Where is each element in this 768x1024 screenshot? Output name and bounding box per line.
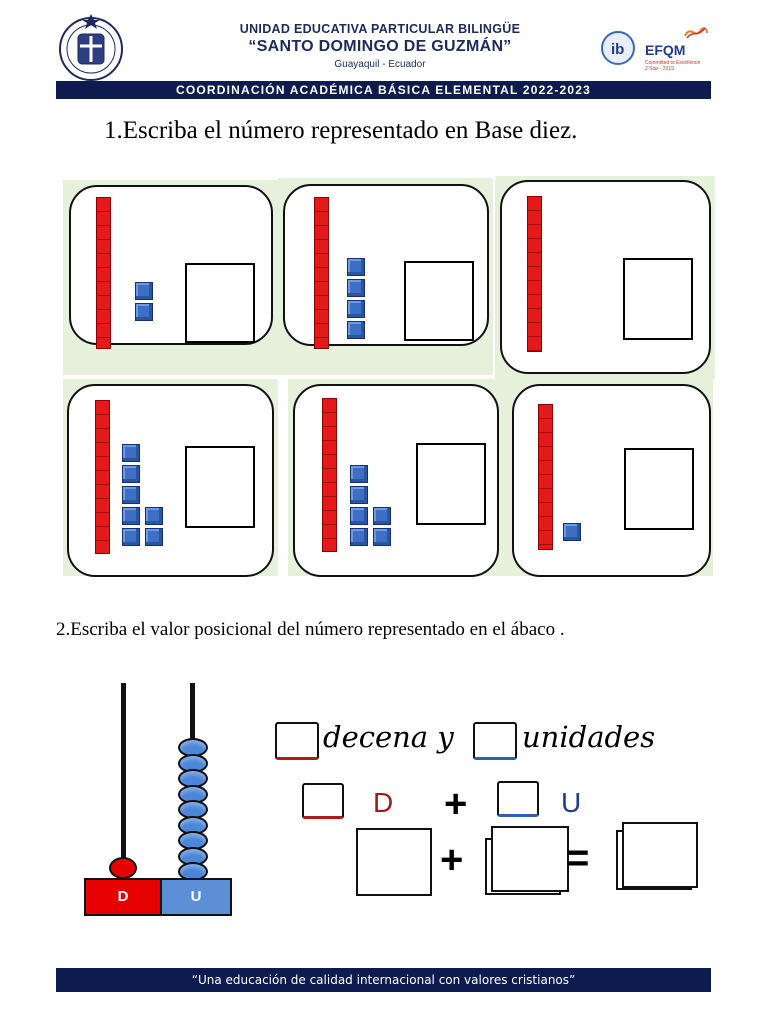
question-1-title: 1.Escriba el número representado en Base… (104, 117, 578, 144)
ten-rod (314, 197, 329, 349)
unit-cube (122, 507, 140, 525)
sentence-unidades: unidades (522, 720, 656, 754)
ib-logo: ib (601, 31, 635, 65)
unit-cube (350, 465, 368, 483)
abacus-tens-base: D (84, 878, 162, 916)
tens-letter: D (373, 787, 394, 818)
unit-cube (135, 303, 153, 321)
unit-cube (347, 300, 365, 318)
abacus-units-base: U (160, 878, 232, 916)
school-header: UNIDAD EDUCATIVA PARTICULAR BILINGÜE “SA… (160, 22, 600, 70)
tens-count-box[interactable] (275, 722, 319, 760)
number-answer-box[interactable] (623, 258, 693, 340)
school-location: Guayaquil - Ecuador (334, 59, 426, 70)
unit-cube (122, 465, 140, 483)
efqm-year: 2 Star - 2019 (645, 66, 674, 72)
number-answer-box[interactable] (185, 446, 255, 528)
plus-sign-1: + (444, 782, 468, 826)
number-answer-box[interactable] (185, 263, 255, 343)
question-2-title: 2.Escriba el valor posicional del número… (56, 619, 565, 640)
sentence-decena: decena y (323, 720, 454, 754)
efqm-tagline: Committed to Excellence (645, 60, 701, 66)
unit-cube (347, 258, 365, 276)
plus-sign-2: + (440, 838, 464, 882)
coordination-banner: COORDINACIÓN ACADÉMICA BÁSICA ELEMENTAL … (56, 81, 711, 99)
efqm-logo: EFQM Committed to Excellence 2 Star - 20… (645, 24, 715, 72)
unit-cube (145, 507, 163, 525)
unit-cube (122, 528, 140, 546)
unit-cube (135, 282, 153, 300)
unit-cube (350, 528, 368, 546)
unit-cube (563, 523, 581, 541)
unit-cube (373, 507, 391, 525)
ten-rod (527, 196, 542, 352)
ten-rod (95, 400, 110, 554)
efqm-name: EFQM (645, 42, 686, 58)
school-type: UNIDAD EDUCATIVA PARTICULAR BILINGÜE (239, 22, 521, 36)
units-count-box[interactable] (473, 722, 517, 760)
unit-cube (347, 279, 365, 297)
unit-cube (350, 507, 368, 525)
unit-cube (347, 321, 365, 339)
tens-value-box[interactable] (302, 783, 344, 819)
sum-units-box[interactable] (491, 826, 569, 892)
unit-cube (145, 528, 163, 546)
result-box[interactable] (622, 822, 698, 888)
school-crest-logo (59, 14, 123, 81)
number-answer-box[interactable] (416, 443, 486, 525)
svg-text:ib: ib (611, 41, 624, 58)
footer-motto: “Una educación de calidad internacional … (56, 968, 711, 992)
tens-bead (109, 857, 137, 879)
sum-tens-box[interactable] (356, 828, 432, 896)
units-value-box[interactable] (497, 781, 539, 817)
number-answer-box[interactable] (624, 448, 694, 530)
efqm-mark-icon (684, 27, 708, 39)
equals-sign: = (566, 836, 590, 880)
tens-pole (121, 683, 126, 881)
unit-cube (122, 486, 140, 504)
ten-rod (538, 404, 553, 550)
school-name: “SANTO DOMINGO DE GUZMÁN” (248, 38, 512, 55)
number-answer-box[interactable] (404, 261, 474, 341)
unit-cube (350, 486, 368, 504)
units-letter: U (561, 787, 582, 818)
ten-rod (322, 398, 337, 552)
unit-cube (122, 444, 140, 462)
ten-rod (96, 197, 111, 349)
unit-cube (373, 528, 391, 546)
